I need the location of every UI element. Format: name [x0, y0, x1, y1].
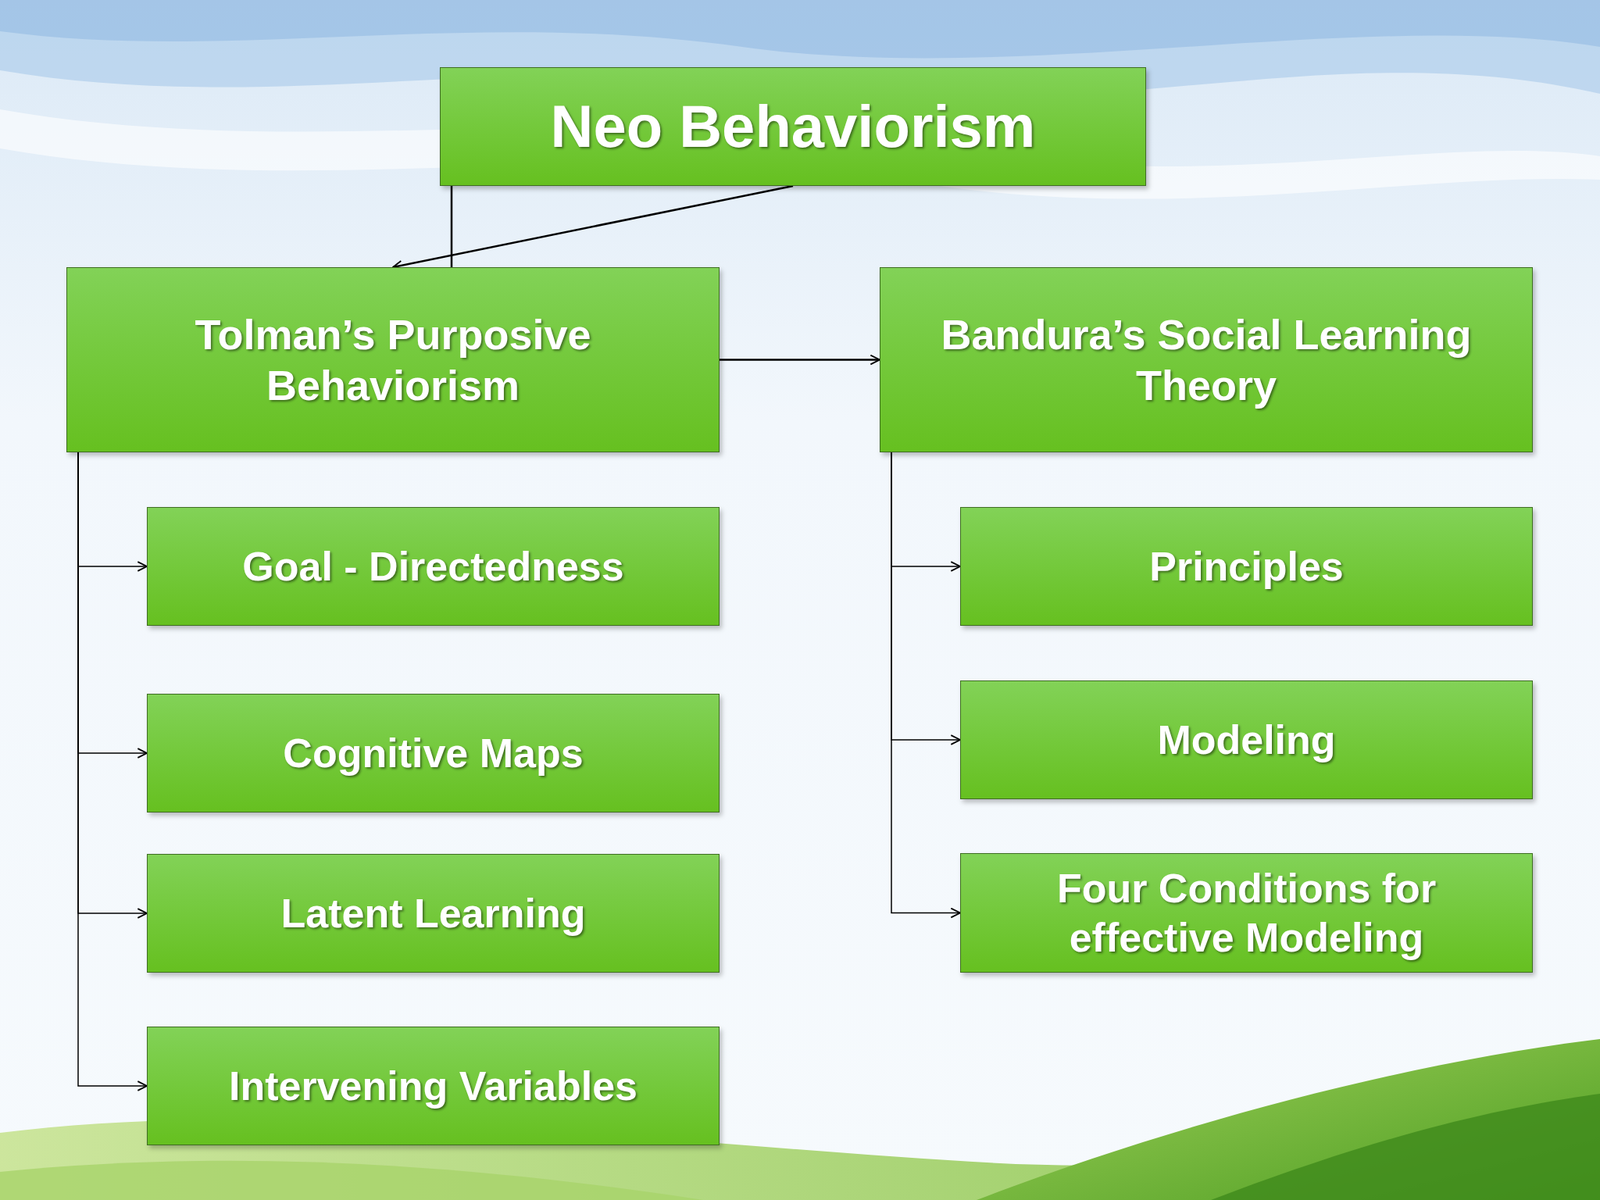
concept-box: Modeling — [960, 680, 1533, 800]
box-label: Tolman’s Purposive Behaviorism — [81, 309, 705, 411]
connector-arrow — [891, 452, 961, 740]
box-label: Intervening Variables — [228, 1061, 638, 1111]
concept-box: Intervening Variables — [146, 1026, 720, 1146]
connector-arrow — [891, 452, 961, 567]
box-label: Goal - Directedness — [242, 542, 624, 591]
concept-box: Bandura’s Social Learning Theory — [879, 267, 1533, 453]
root-box: Neo Behaviorism — [439, 67, 1147, 186]
sky-wave — [0, 0, 1600, 58]
box-label: Principles — [1149, 542, 1344, 591]
concept-box: Latent Learning — [146, 853, 720, 973]
concept-box: Tolman’s Purposive Behaviorism — [66, 267, 720, 453]
connector-arrow — [78, 452, 147, 914]
connector-arrow — [78, 452, 147, 1086]
hill — [0, 1160, 704, 1200]
box-label: Four Conditions for effective Modeling — [975, 864, 1518, 962]
concept-box: Cognitive Maps — [146, 693, 720, 813]
connector-arrow — [891, 452, 961, 914]
box-label: Modeling — [1157, 715, 1336, 765]
box-label: Cognitive Maps — [282, 728, 583, 778]
connector-arrow — [78, 452, 147, 754]
concept-box: Four Conditions for effective Modeling — [960, 853, 1533, 973]
hill — [1210, 1093, 1600, 1200]
connector-arrow — [392, 185, 793, 268]
box-label: Neo Behaviorism — [550, 90, 1036, 162]
connector-arrow — [78, 452, 147, 567]
concept-box: Goal - Directedness — [146, 507, 720, 626]
box-label: Latent Learning — [280, 889, 586, 938]
box-label: Bandura’s Social Learning Theory — [894, 309, 1518, 411]
concept-box: Principles — [960, 507, 1533, 626]
hill — [976, 1039, 1600, 1200]
